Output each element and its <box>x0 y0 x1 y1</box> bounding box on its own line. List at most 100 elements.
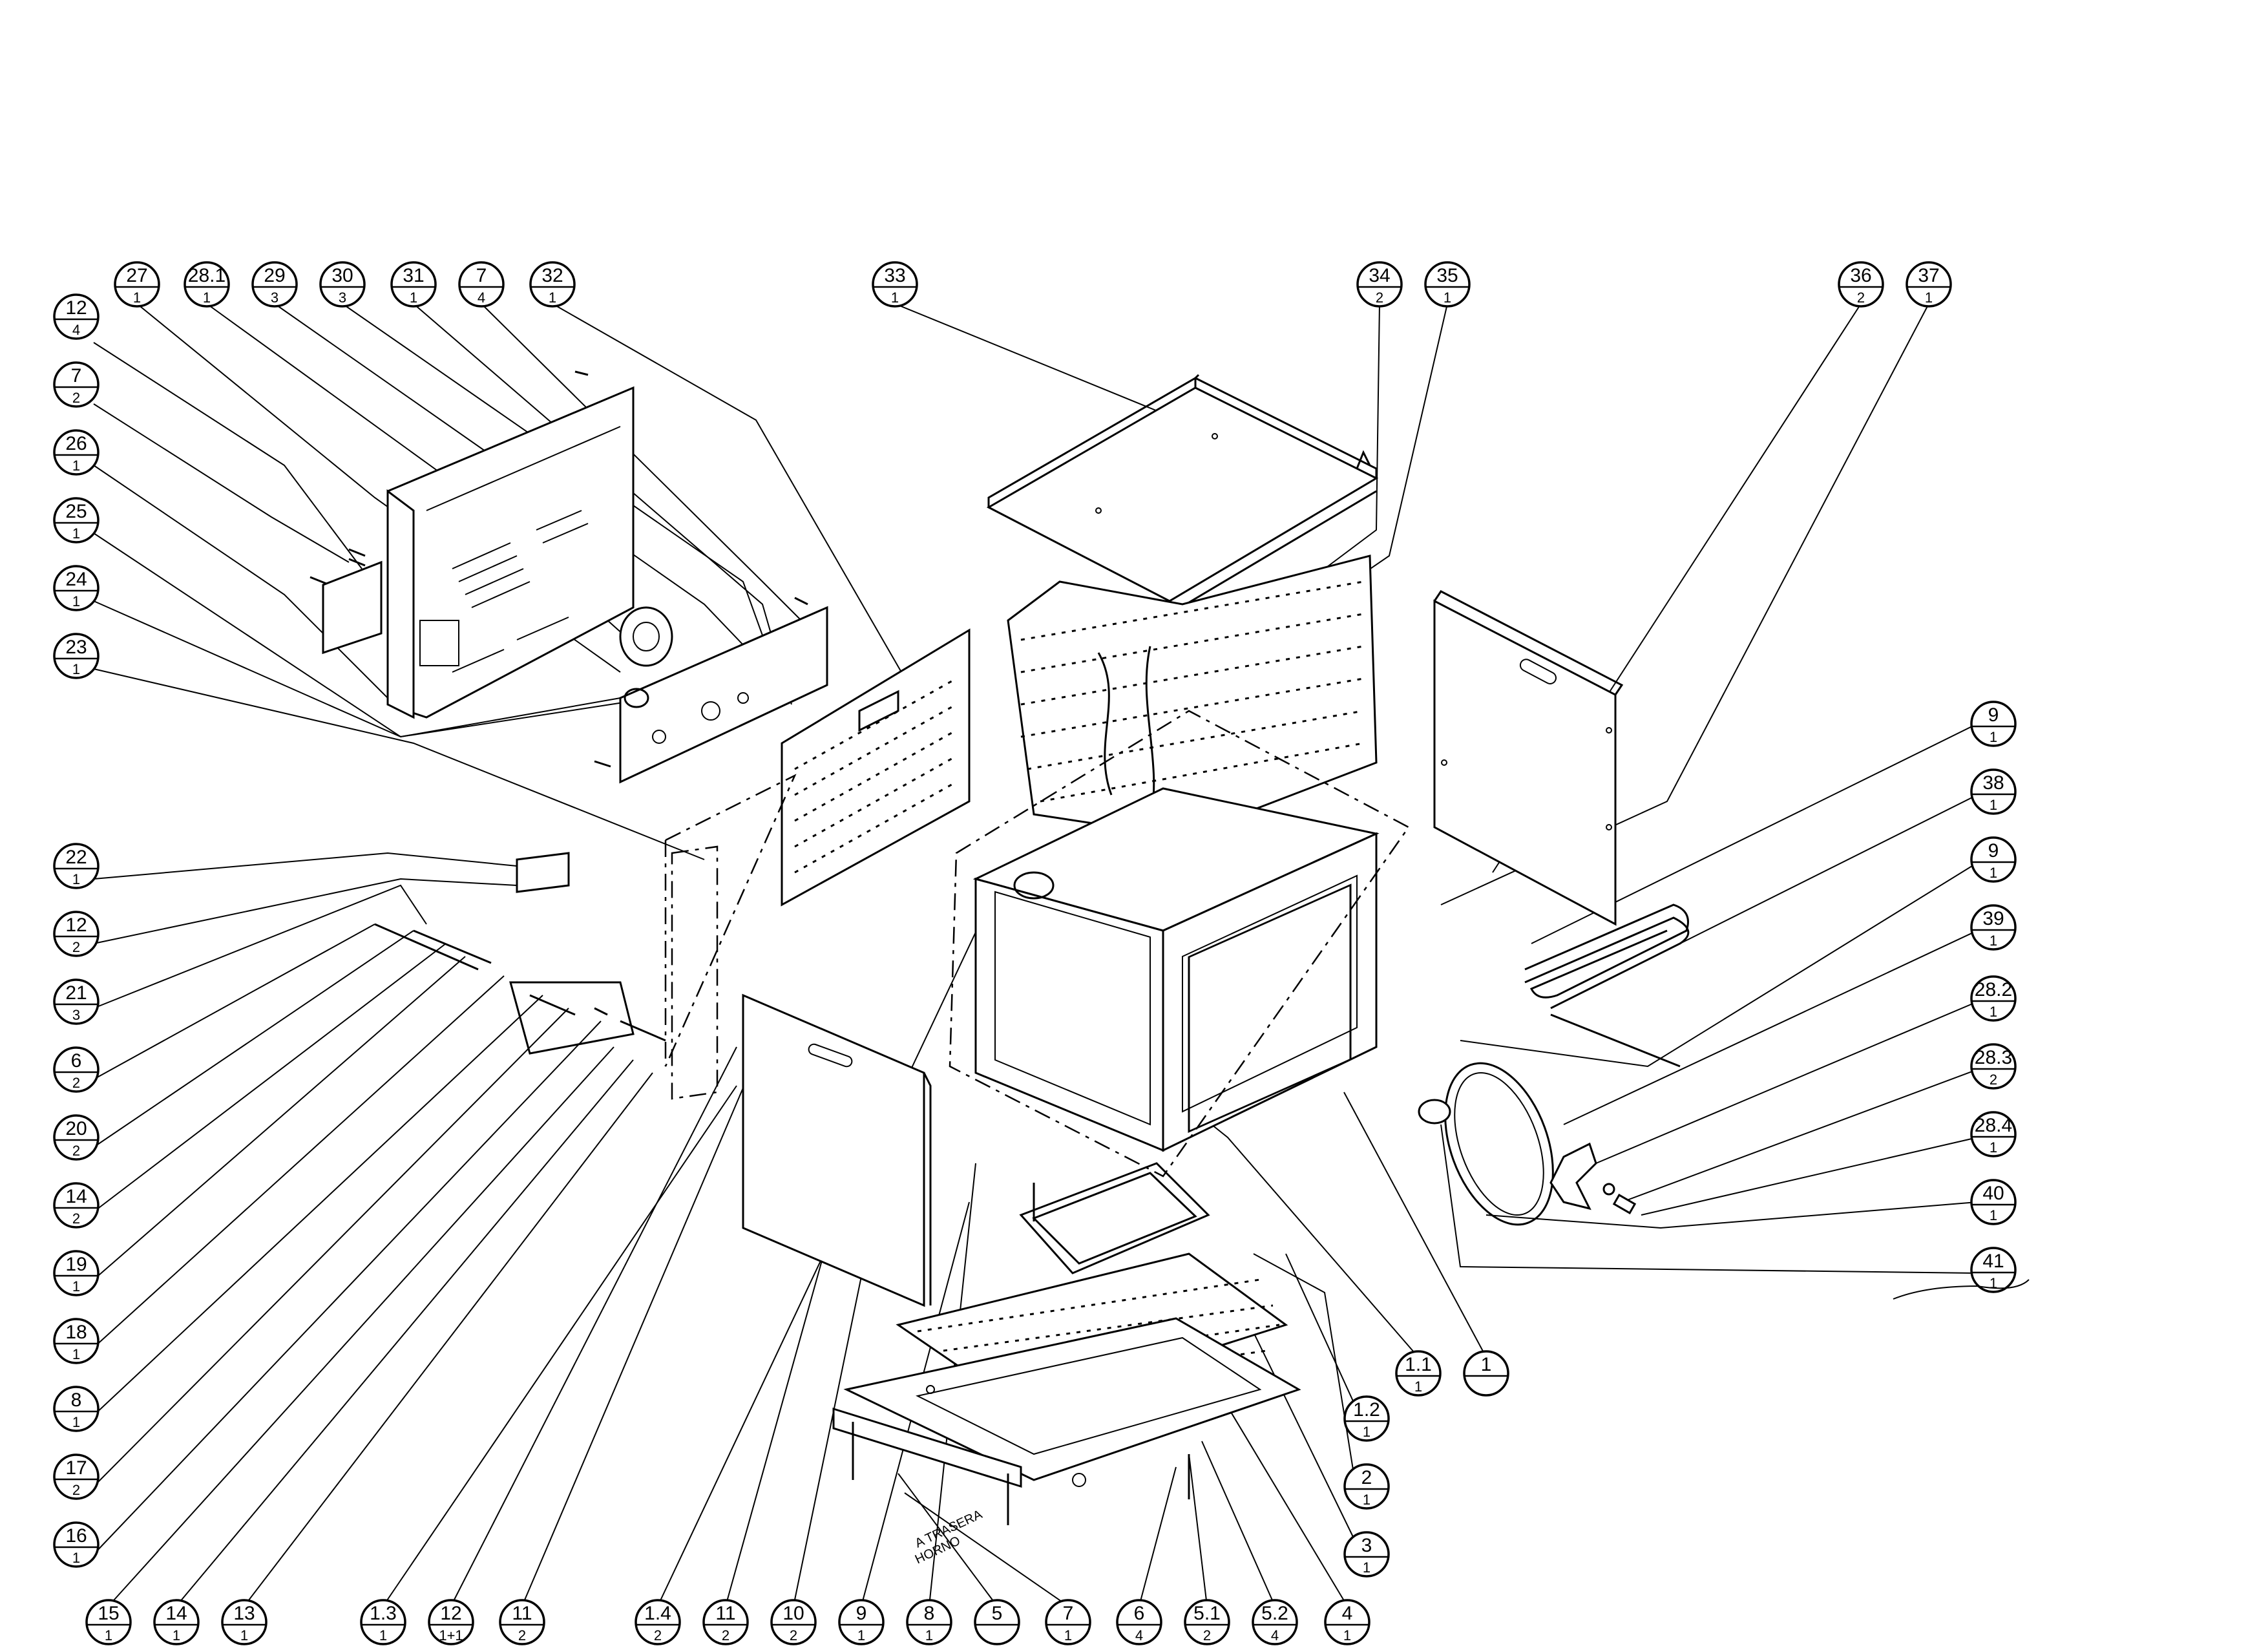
balloon-22: 221 <box>53 843 100 889</box>
balloon-35: 351 <box>1424 261 1471 308</box>
balloon-part-number: 21 <box>65 982 87 1004</box>
balloon-part-number: 7 <box>1063 1603 1074 1624</box>
balloon-41: 411 <box>1970 1247 2017 1293</box>
balloon-part-number: 8 <box>71 1389 82 1411</box>
balloon-part-number: 12 <box>65 914 87 936</box>
balloon-part-number: 12 <box>440 1603 461 1624</box>
balloon-part-number: 12 <box>65 297 87 319</box>
balloon-quantity: 1 <box>857 1627 865 1643</box>
balloon-23: 231 <box>53 633 100 679</box>
balloon-circle <box>1970 1247 2017 1293</box>
balloon-quantity: 2 <box>72 1482 80 1498</box>
balloon-28-2: 28.21 <box>1970 975 2017 1022</box>
balloon-quantity: 2 <box>72 390 80 406</box>
balloon-part-number: 15 <box>98 1603 119 1624</box>
balloon-circle <box>390 261 437 308</box>
balloon-39: 391 <box>1970 904 2017 951</box>
balloon-quantity: 2 <box>1376 290 1383 306</box>
balloon-circle <box>53 293 100 340</box>
balloon-29: 293 <box>251 261 298 308</box>
balloon-circle <box>53 429 100 476</box>
balloon-quantity: 1 <box>379 1627 387 1643</box>
balloon-3: 31 <box>1343 1531 1390 1578</box>
balloon-11-bottom-a: 112 <box>499 1599 545 1645</box>
oven-cavity <box>949 710 1410 1178</box>
balloon-11-bottom-b: 112 <box>702 1599 749 1645</box>
balloon-5-2: 5.24 <box>1252 1599 1298 1645</box>
balloon-part-number: 5.2 <box>1261 1603 1288 1624</box>
balloon-part-number: 28.2 <box>1975 979 2012 1000</box>
balloon-circle <box>872 261 918 308</box>
balloon-8-bottom: 81 <box>906 1599 952 1645</box>
balloon-circle <box>1424 261 1471 308</box>
balloon-12-left-top: 124 <box>53 293 100 340</box>
balloon-circle <box>838 1599 885 1645</box>
balloon-part-number: 9 <box>1988 840 1999 861</box>
balloon-quantity: 3 <box>271 290 278 306</box>
balloon-circle <box>1324 1599 1370 1645</box>
balloon-circle <box>53 843 100 889</box>
balloon-circle <box>635 1599 681 1645</box>
balloon-quantity: 1 <box>1363 1424 1370 1440</box>
balloon-part-number: 35 <box>1436 265 1458 286</box>
balloon-quantity: 4 <box>478 290 485 306</box>
balloon-33: 331 <box>872 261 918 308</box>
wrap-insulation <box>1007 555 1378 838</box>
balloon-34: 342 <box>1356 261 1403 308</box>
balloon-quantity: 2 <box>790 1627 797 1643</box>
balloon-circle <box>906 1599 952 1645</box>
balloon-circle <box>53 633 100 679</box>
balloon-quantity: 2 <box>1203 1627 1211 1643</box>
balloon-circle <box>85 1599 132 1645</box>
balloon-14-left: 142 <box>53 1182 100 1229</box>
balloon-circle <box>770 1599 817 1645</box>
balloon-part-number: 1.2 <box>1353 1399 1380 1421</box>
balloon-part-number: 36 <box>1850 265 1871 286</box>
balloon-part-number: 3 <box>1361 1535 1372 1556</box>
balloon-quantity: 2 <box>72 1075 80 1091</box>
balloon-part-number: 28.1 <box>188 265 226 286</box>
balloon-quantity: 1 <box>105 1627 112 1643</box>
balloon-circle <box>53 1318 100 1364</box>
balloon-quantity: 2 <box>72 1210 80 1227</box>
balloon-circle <box>53 1182 100 1229</box>
balloon-24: 241 <box>53 565 100 611</box>
balloon-circle <box>1343 1463 1390 1510</box>
grill-element <box>1524 903 1690 1068</box>
balloon-circle <box>1045 1599 1091 1645</box>
balloon-1: 1 <box>1463 1350 1509 1397</box>
balloon-quantity: 1 <box>72 525 80 542</box>
balloon-quantity: 1 <box>133 290 141 306</box>
balloon-quantity: 1 <box>72 1346 80 1362</box>
corner-sketch <box>1893 1279 2030 1300</box>
balloon-circle <box>360 1599 406 1645</box>
balloon-quantity: 1 <box>1064 1627 1072 1643</box>
balloon-circle <box>1184 1599 1230 1645</box>
balloon-15: 151 <box>85 1599 132 1645</box>
balloon-6-left: 62 <box>53 1046 100 1093</box>
balloon-quantity: 1+1 <box>439 1627 463 1643</box>
balloon-7-top: 74 <box>458 261 505 308</box>
balloon-5-1: 5.12 <box>1184 1599 1230 1645</box>
balloon-32: 321 <box>529 261 576 308</box>
balloon-31: 311 <box>390 261 437 308</box>
balloon-quantity: 3 <box>339 290 346 306</box>
balloon-circle <box>1116 1599 1162 1645</box>
balloon-circle <box>221 1599 268 1645</box>
balloon-part-number: 8 <box>924 1603 935 1624</box>
balloon-part-number: 1.1 <box>1405 1354 1432 1375</box>
balloon-quantity: 1 <box>72 1278 80 1294</box>
balloon-part-number: 11 <box>715 1603 735 1624</box>
right-side-panel <box>1433 590 1624 926</box>
balloon-part-number: 32 <box>541 265 563 286</box>
balloon-circle <box>1970 768 2017 815</box>
balloon-part-number: 19 <box>65 1254 87 1275</box>
balloon-circle <box>428 1599 474 1645</box>
balloon-quantity: 1 <box>72 871 80 887</box>
balloon-part-number: 40 <box>1982 1183 2004 1204</box>
balloon-28-4: 28.41 <box>1970 1111 2017 1157</box>
balloon-10: 102 <box>770 1599 817 1645</box>
balloon-circle <box>1343 1395 1390 1442</box>
balloon-part-number: 9 <box>856 1603 867 1624</box>
